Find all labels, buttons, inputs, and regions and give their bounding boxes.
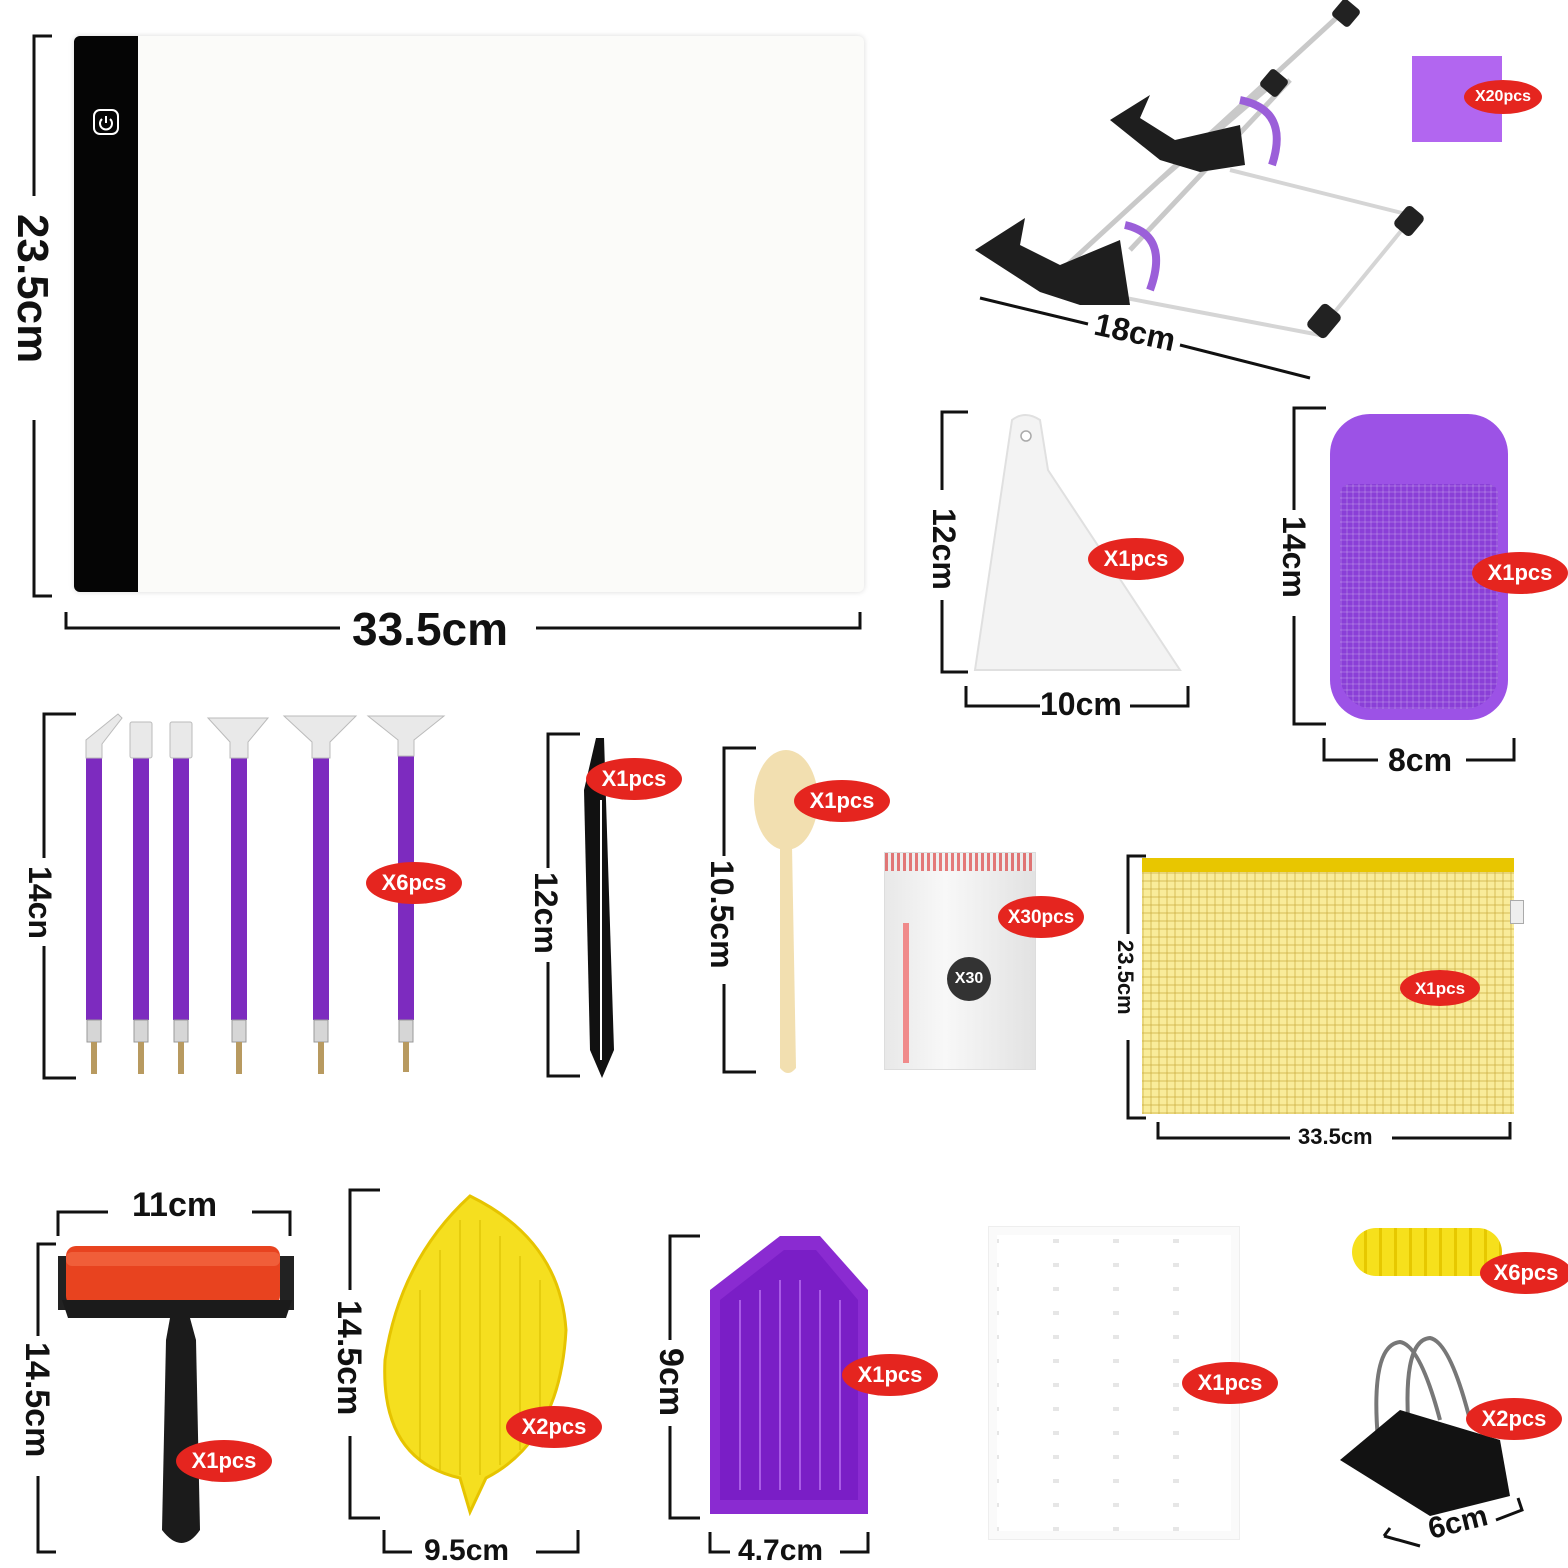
- square-qty-badge: X20pcs: [1464, 80, 1542, 114]
- bag-width-label: 33.5cm: [1298, 1124, 1373, 1149]
- anti-slip-mat: [1330, 414, 1508, 720]
- mat-height-label: 14cm: [1276, 516, 1312, 598]
- light-pad-width-label: 33.5cm: [352, 603, 509, 655]
- ziplock-qty-badge: X30pcs: [998, 896, 1084, 938]
- leaf-tray-height-label: 14.5cm: [330, 1300, 368, 1416]
- bag-height-label: 23.5cm: [1113, 940, 1138, 1015]
- spoon-height-label: 10.5cm: [704, 860, 740, 969]
- tweezers-qty-badge: X1pcs: [586, 758, 682, 800]
- power-icon[interactable]: [92, 108, 120, 136]
- ziplock-bags: X30: [884, 852, 1036, 1070]
- bag-qty-badge: X1pcs: [1400, 970, 1480, 1006]
- leaf-tray-qty-badge: X2pcs: [506, 1406, 602, 1448]
- scraper-width-label: 10cm: [1040, 686, 1122, 722]
- scraper-height-label: 12cm: [926, 508, 962, 590]
- tweezers-height-label: 12cm: [528, 872, 564, 954]
- tray-height-label: 9cm: [652, 1348, 690, 1417]
- clips-qty-badge: X2pcs: [1466, 1398, 1562, 1440]
- tray-width-label: 4.7cm: [738, 1534, 824, 1567]
- light-pad: [74, 36, 864, 592]
- ziplock-count-label: X30: [947, 957, 991, 1001]
- roller-width-label: 11cm: [132, 1186, 218, 1224]
- pens-height-label: 14cn: [22, 866, 58, 939]
- leaf-tray-width-label: 9.5cm: [424, 1534, 510, 1567]
- grips-qty-badge: X6pcs: [1480, 1252, 1568, 1294]
- scraper-qty-badge: X1pcs: [1088, 538, 1184, 580]
- mat-qty-badge: X1pcs: [1472, 552, 1568, 594]
- tray-qty-badge: X1pcs: [842, 1354, 938, 1396]
- spoon-qty-badge: X1pcs: [794, 780, 890, 822]
- pens-qty-badge: X6pcs: [366, 862, 462, 904]
- light-pad-height-label: 23.5cm: [8, 214, 57, 364]
- roller-height-label: 14.5cm: [18, 1342, 56, 1458]
- roller-qty-badge: X1pcs: [176, 1440, 272, 1482]
- pen-grips: [1352, 1228, 1502, 1276]
- labels-qty-badge: X1pcs: [1182, 1362, 1278, 1404]
- mat-width-label: 8cm: [1388, 742, 1453, 778]
